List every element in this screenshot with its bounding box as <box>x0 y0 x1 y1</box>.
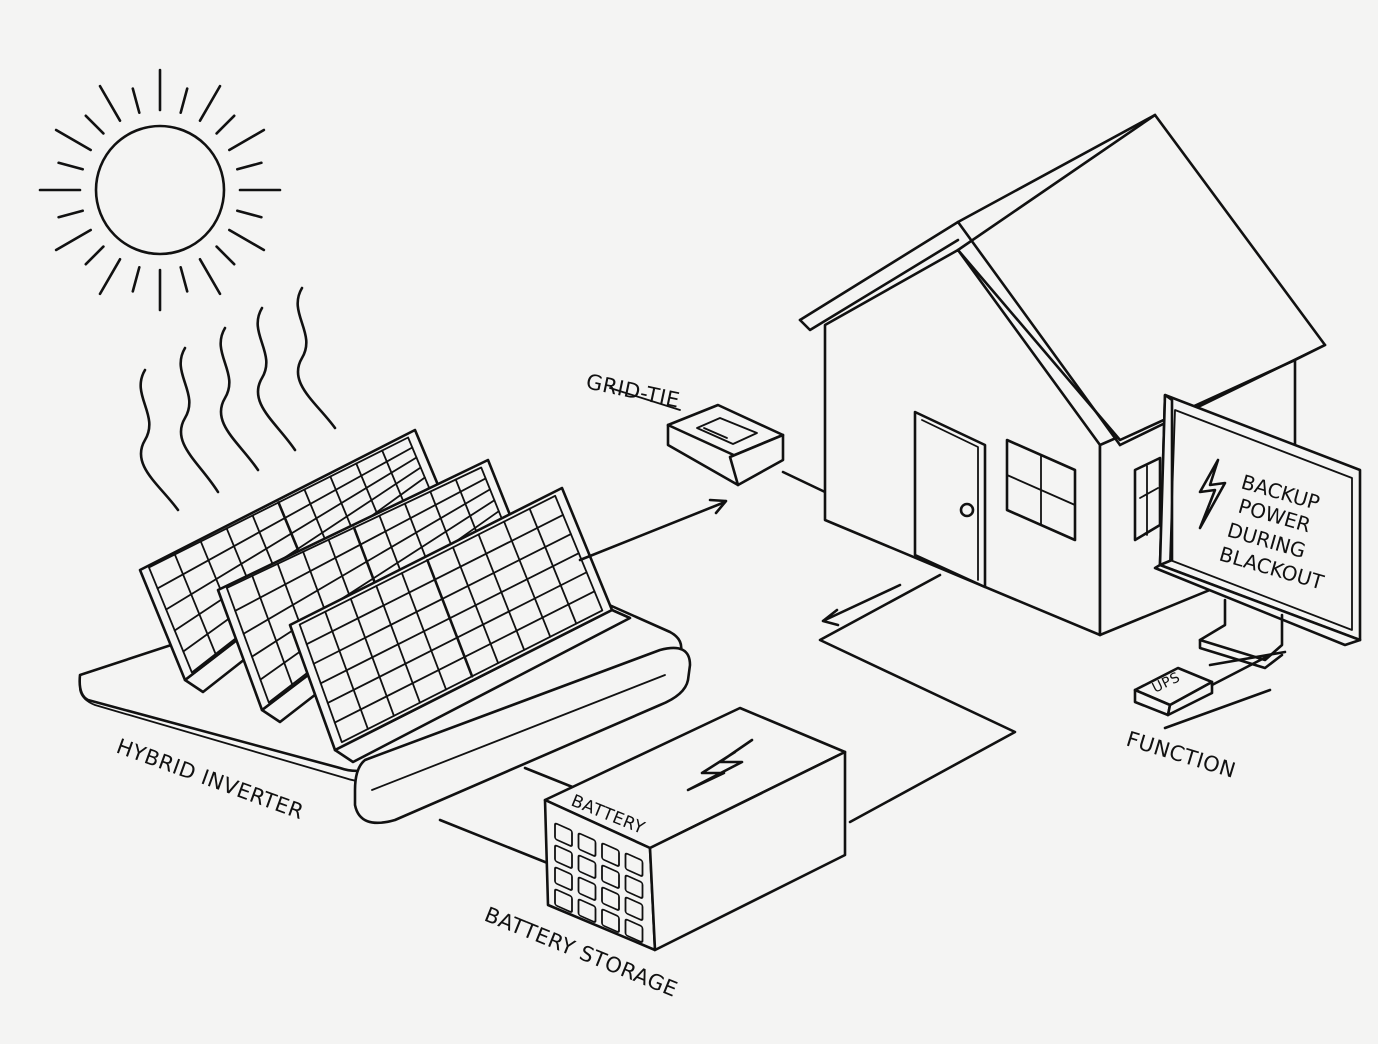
sun-ray <box>131 87 141 114</box>
battery-cell <box>554 844 573 869</box>
battery-cell <box>601 842 620 867</box>
battery-cell <box>624 918 644 943</box>
battery-cell <box>577 876 597 901</box>
ups-icon <box>1133 653 1272 730</box>
battery-cell <box>601 908 620 933</box>
sun-ray <box>57 161 84 171</box>
sun-ray <box>228 228 266 252</box>
sun-ray <box>198 257 222 296</box>
battery-cell <box>601 864 620 889</box>
battery-cell <box>624 874 644 899</box>
sun-ray <box>57 209 84 219</box>
battery-cell <box>554 866 573 891</box>
battery-cell <box>554 888 573 913</box>
sun-ray <box>236 161 263 171</box>
battery-icon <box>543 706 847 952</box>
grid-tie-box-icon <box>609 387 785 487</box>
sun-ray <box>131 265 141 293</box>
sun-ray <box>54 128 92 152</box>
battery-cell <box>601 886 620 911</box>
sun-ray <box>84 114 105 135</box>
sun-icon <box>38 68 282 312</box>
sun-ray <box>179 265 189 293</box>
sun-ray <box>236 209 263 219</box>
monitor-bolt-icon <box>1198 458 1227 530</box>
function-label: FUNCTION <box>1124 727 1239 783</box>
battery-cell <box>577 898 597 923</box>
sun-ray <box>215 245 236 266</box>
sun-ray <box>98 257 122 296</box>
solar-panel <box>288 486 632 764</box>
sun-ray <box>54 228 92 252</box>
battery-cell <box>554 822 573 847</box>
sun-ray <box>84 245 105 266</box>
battery-cell <box>577 832 597 857</box>
connection-lines <box>438 470 1017 870</box>
monitor-icon <box>1153 393 1362 670</box>
sun-ray <box>179 87 189 114</box>
sun-ray <box>98 84 122 122</box>
heat-waves-icon <box>139 286 337 512</box>
battery-cell <box>577 854 597 879</box>
solar-panel-icon <box>138 428 632 764</box>
sun-ray <box>198 84 222 122</box>
battery-cell <box>624 852 644 877</box>
battery-cell <box>624 896 644 921</box>
grid-tie-label: GRID-TIE <box>584 369 682 412</box>
sun-ray <box>228 128 266 152</box>
sun-ray <box>215 114 236 135</box>
